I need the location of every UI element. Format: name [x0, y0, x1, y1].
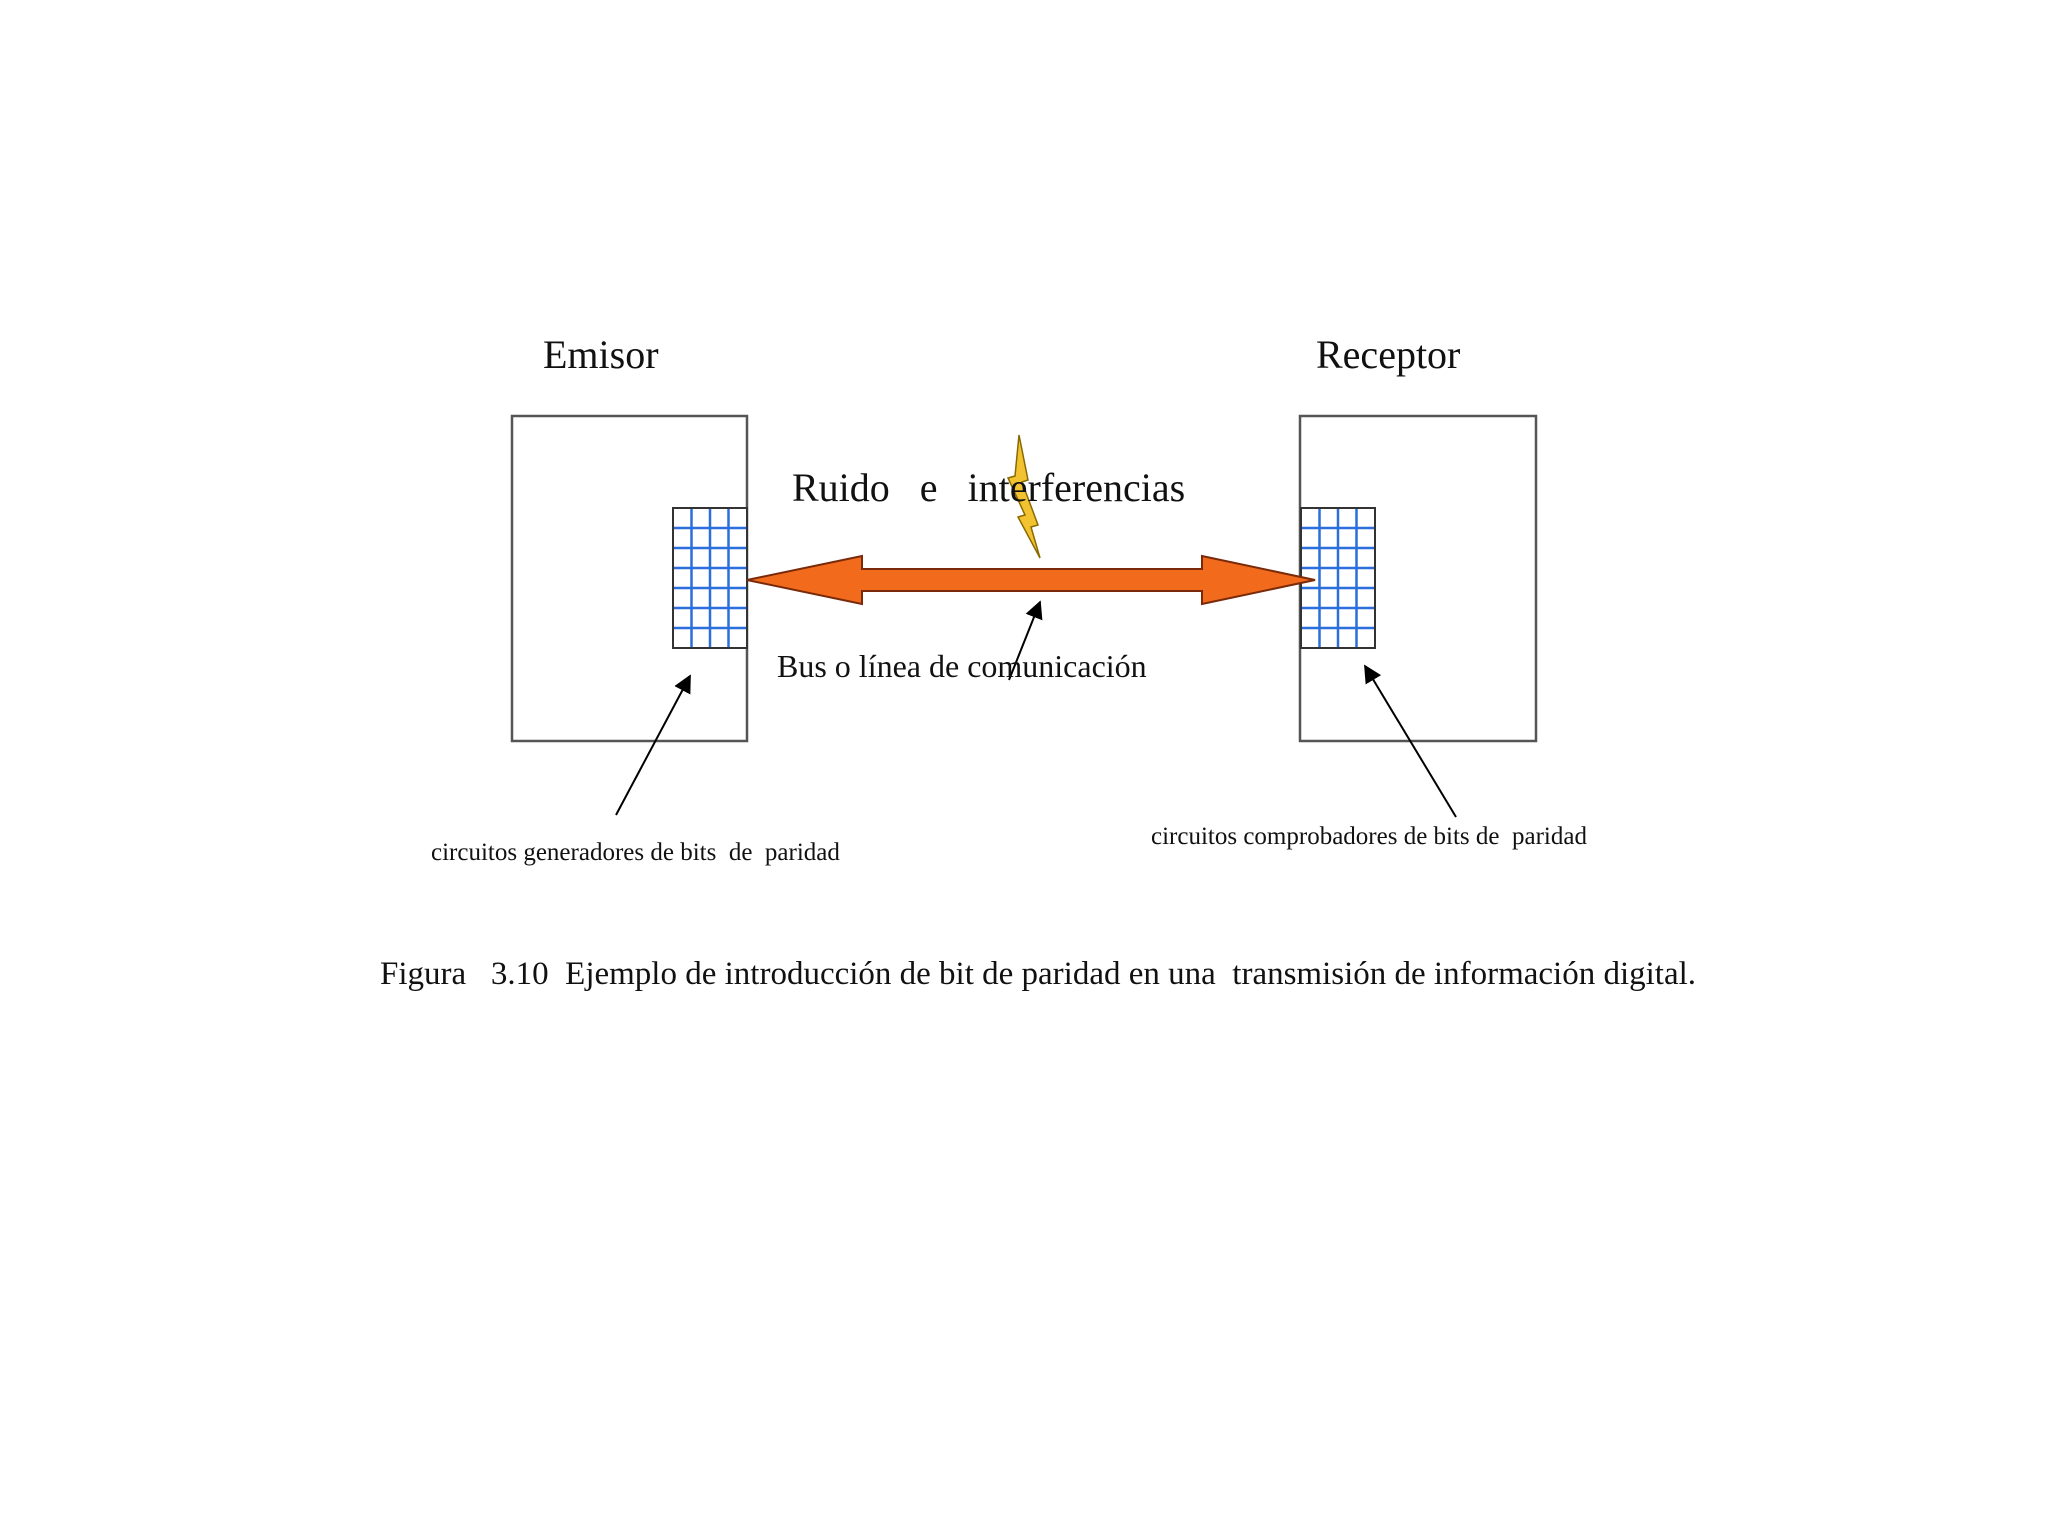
emitter-label: Emisor [543, 332, 659, 377]
noise-label: Ruido e interferencias [792, 465, 1186, 510]
receiver-label: Receptor [1316, 332, 1461, 377]
lightning-icon [1006, 434, 1041, 559]
emitter-parity-grid [672, 507, 748, 649]
bus-arrow [746, 554, 1316, 606]
bus-label: Bus o línea de comunicación [777, 648, 1147, 684]
bus-pointer-arrow [1008, 600, 1043, 681]
figure-caption: Figura 3.10 Ejemplo de introducción de b… [380, 956, 1697, 992]
grid-border [672, 507, 748, 649]
checker-label: circuitos comprobadores de bits de parid… [1151, 823, 1587, 850]
checker-pointer-arrow [1364, 664, 1457, 818]
generator-label: circuitos generadores de bits de paridad [431, 839, 840, 866]
receiver-parity-grid [1300, 507, 1376, 649]
generator-pointer-arrow [615, 674, 691, 816]
